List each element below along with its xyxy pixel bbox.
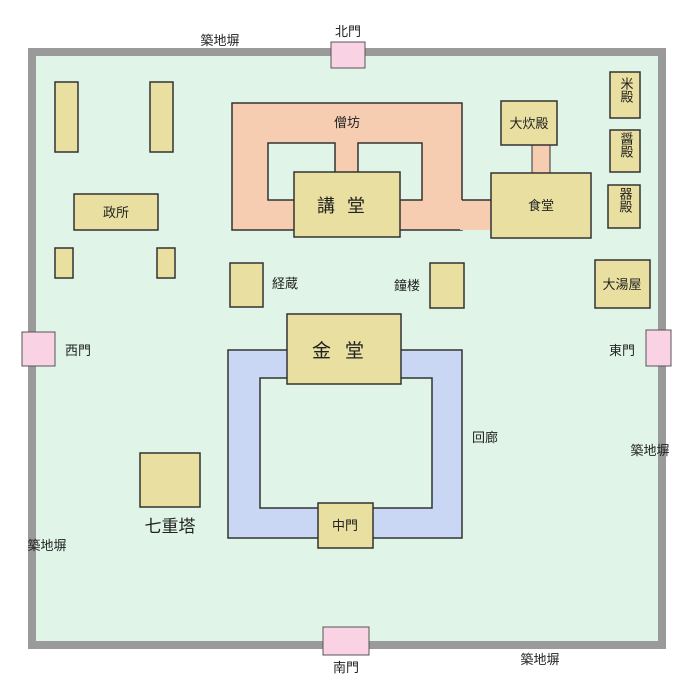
building-small <box>54 81 79 153</box>
south-gate <box>322 626 370 656</box>
kondo-building <box>286 313 402 385</box>
wall-label-east: 築地塀 <box>630 444 669 459</box>
utsuwadono-building <box>607 184 641 229</box>
building-small <box>149 81 174 153</box>
hishiodono-building <box>609 129 641 173</box>
oidono-building <box>500 100 558 146</box>
kyozo-label: 経蔵 <box>272 277 298 292</box>
oyuya-building <box>594 259 651 309</box>
kodo-building <box>293 171 401 238</box>
wall-label-north: 築地塀 <box>200 34 239 49</box>
jikido-label: 食堂 <box>528 198 554 214</box>
chumon-building <box>317 502 374 549</box>
hishiodono-label: 醤殿 <box>618 132 634 158</box>
shoro-label: 鐘楼 <box>394 278 420 294</box>
south-gate-label: 南門 <box>333 660 359 676</box>
jikido-building <box>490 172 592 239</box>
mandokoro-building <box>73 193 159 231</box>
north-gate <box>330 41 366 69</box>
kyozo-building <box>229 262 264 308</box>
kairo-label: 回廊 <box>472 430 498 446</box>
oyuya-label: 大湯屋 <box>602 278 641 293</box>
utsuwadono-label: 器殿 <box>617 187 633 213</box>
west-gate <box>21 331 56 367</box>
west-gate-label: 西門 <box>65 344 91 359</box>
north-gate-label: 北門 <box>335 25 361 40</box>
sobo-label: 僧坊 <box>334 116 360 131</box>
shoro-building <box>429 262 465 309</box>
wall-label-west: 築地塀 <box>27 539 66 554</box>
mandokoro-label: 政所 <box>103 206 129 221</box>
pagoda-label: 七重塔 <box>145 517 196 537</box>
komedono-building <box>609 71 641 119</box>
building-small <box>156 247 176 279</box>
wall-label-south: 築地塀 <box>520 653 559 668</box>
komedono-label: 米殿 <box>618 77 634 103</box>
kodo-label: 講堂 <box>317 196 377 217</box>
chumon-label: 中門 <box>332 519 358 534</box>
building-small <box>54 247 74 279</box>
east-gate-label: 東門 <box>609 343 635 359</box>
east-gate <box>645 329 672 367</box>
pagoda-building <box>139 452 201 508</box>
kondo-label: 金堂 <box>312 340 378 362</box>
oidono-label: 大炊殿 <box>509 117 548 132</box>
